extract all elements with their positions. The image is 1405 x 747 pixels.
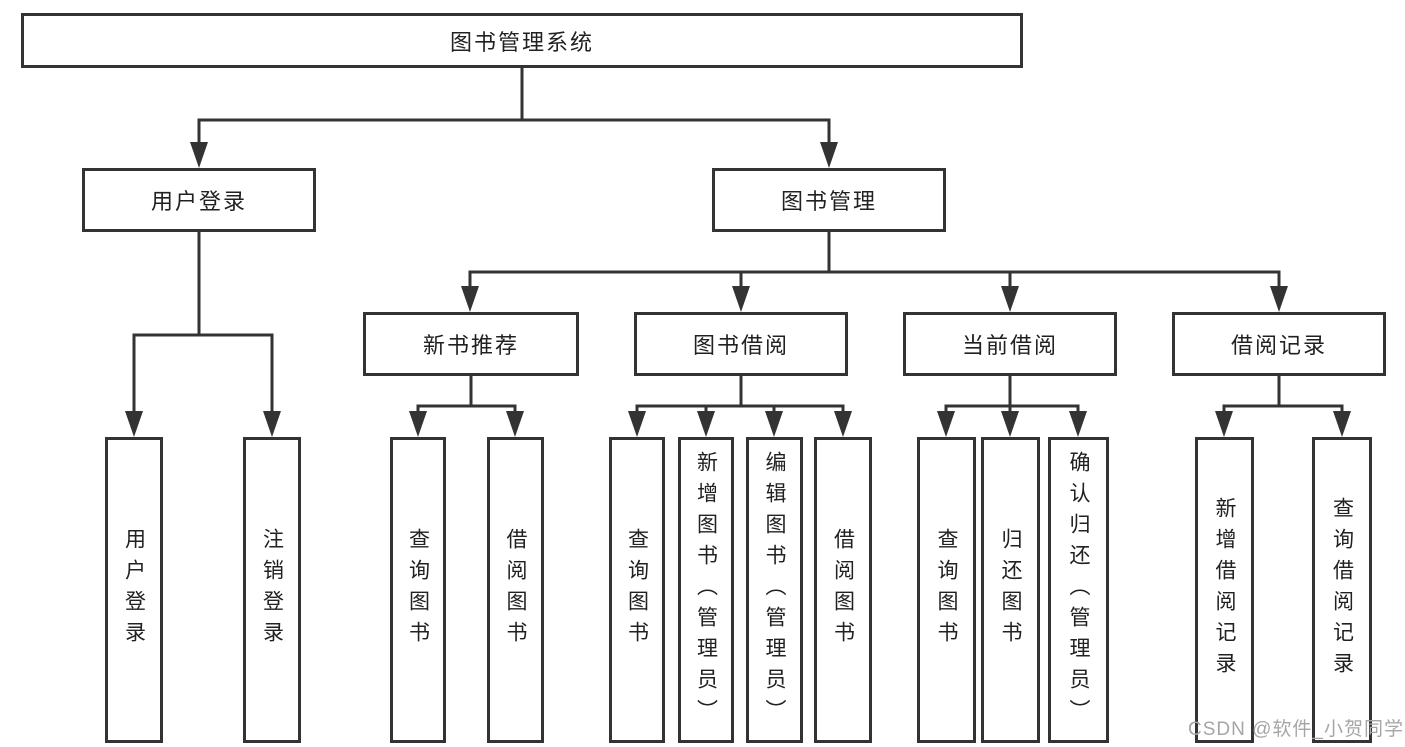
node-label: 编辑图书（管理员）	[763, 450, 786, 730]
node-label: 借阅记录	[1230, 333, 1327, 358]
arrowhead-icon	[732, 286, 750, 312]
arrowhead-icon	[1333, 411, 1351, 437]
arrowhead-icon	[1001, 286, 1019, 312]
node-book-borrowing: 图书借阅	[634, 312, 848, 376]
node-label: 查询图书	[406, 528, 430, 652]
edge-current-borrowing-to-leaves	[937, 376, 1087, 437]
arrowhead-icon	[937, 411, 955, 437]
arrowhead-icon	[765, 411, 783, 437]
node-label: 用户登录	[122, 528, 146, 652]
node-label: 确认归还（管理员）	[1067, 450, 1090, 730]
arrowhead-icon	[263, 411, 281, 437]
arrowhead-icon	[125, 411, 143, 437]
arrowhead-icon	[190, 142, 208, 168]
edge-borrowing-records-to-leaves	[1215, 376, 1351, 437]
node-label: 图书借阅	[692, 333, 789, 358]
node-leaf-logout: 注销登录	[243, 437, 301, 743]
arrowhead-icon	[1215, 411, 1233, 437]
arrowhead-icon	[697, 411, 715, 437]
arrowhead-icon	[506, 411, 524, 437]
node-leaf-add-borrow-record: 新增借阅记录	[1195, 437, 1254, 743]
arrowhead-icon	[409, 411, 427, 437]
node-label: 图书管理系统	[449, 29, 594, 55]
node-label: 新增图书（管理员）	[694, 450, 718, 730]
arrowhead-icon	[628, 411, 646, 437]
arrowhead-icon	[834, 411, 852, 437]
node-leaf-borrow-books-recommend: 借阅图书	[487, 437, 544, 743]
node-label: 借阅图书	[504, 528, 527, 652]
edge-book-management-to-level3	[461, 232, 1288, 312]
node-leaf-borrow-books: 借阅图书	[814, 437, 872, 743]
node-leaf-query-books-borrow: 查询图书	[609, 437, 665, 743]
node-leaf-confirm-return-admin: 确认归还（管理员）	[1048, 437, 1109, 743]
node-current-borrowing: 当前借阅	[903, 312, 1117, 376]
arrowhead-icon	[1270, 286, 1288, 312]
node-leaf-user-login: 用户登录	[105, 437, 163, 743]
node-leaf-return-books: 归还图书	[981, 437, 1040, 743]
node-label: 注销登录	[260, 528, 284, 652]
node-leaf-query-books-recommend: 查询图书	[390, 437, 446, 743]
node-label: 归还图书	[999, 528, 1022, 652]
node-label: 新增借阅记录	[1213, 497, 1236, 683]
node-library-management-system: 图书管理系统	[21, 13, 1023, 68]
node-leaf-query-books-current: 查询图书	[917, 437, 976, 743]
node-label: 用户登录	[150, 189, 247, 214]
arrowhead-icon	[1069, 411, 1087, 437]
node-new-book-recommendation: 新书推荐	[363, 312, 579, 376]
node-user-login: 用户登录	[82, 168, 316, 232]
node-label: 新书推荐	[422, 333, 519, 358]
edge-user-login-to-leaves	[125, 232, 281, 437]
arrowhead-icon	[461, 286, 479, 312]
node-borrowing-records: 借阅记录	[1172, 312, 1386, 376]
node-label: 查询图书	[935, 528, 958, 652]
edge-book-borrowing-to-leaves	[628, 376, 852, 437]
node-leaf-query-borrow-record: 查询借阅记录	[1312, 437, 1372, 743]
arrowhead-icon	[820, 142, 838, 168]
arrowhead-icon	[1001, 411, 1019, 437]
node-label: 当前借阅	[961, 333, 1058, 358]
csdn-watermark: CSDN @软件_小贺同学	[1188, 719, 1404, 740]
node-leaf-add-books-admin: 新增图书（管理员）	[678, 437, 734, 743]
edge-root-to-level2	[190, 68, 838, 168]
node-label: 查询借阅记录	[1330, 497, 1354, 683]
node-label: 借阅图书	[831, 528, 855, 652]
node-leaf-edit-books-admin: 编辑图书（管理员）	[746, 437, 803, 743]
edge-new-book-to-leaves	[409, 376, 524, 437]
node-label: 图书管理	[780, 189, 877, 214]
node-book-management: 图书管理	[712, 168, 946, 232]
node-label: 查询图书	[625, 528, 649, 652]
